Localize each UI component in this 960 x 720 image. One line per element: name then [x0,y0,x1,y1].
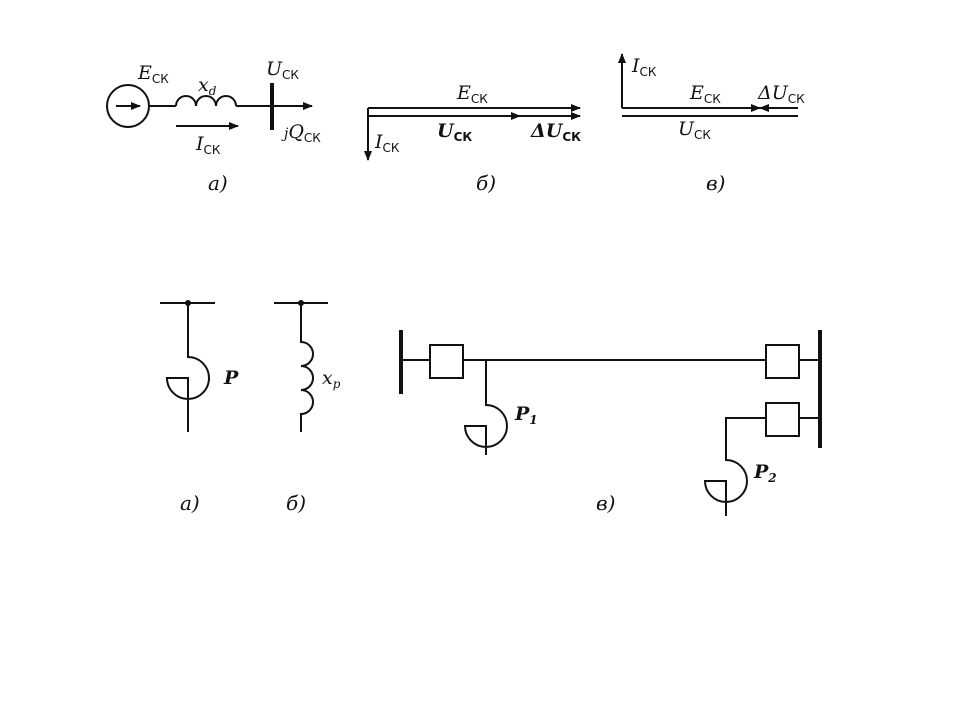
label-u-ck-b: UСК [437,120,472,144]
reactor-p1 [463,360,508,455]
bottom-b-coil: xр б) [274,300,341,515]
top-c-phasor: IСК EСК ΔUСК UСК в) [618,53,805,195]
label-e-ck-c: EСК [689,82,721,106]
label-i-ck: IСК [195,133,221,157]
breaker-right-upper [765,344,800,379]
label-i-ck-b: IСК [374,131,400,155]
label-xp: xр [322,367,341,391]
caption-top-a: а) [208,171,228,195]
coil-reactance [300,303,314,432]
caption-bottom-c: в) [596,491,615,515]
breaker-left [429,344,464,379]
label-jq-ck: jQСК [281,121,321,145]
caption-bottom-b: б) [286,491,306,515]
reactor-p2 [703,417,766,516]
label-delta-u-c: ΔUСК [757,82,805,106]
caption-top-b: б) [476,171,496,195]
label-reactor-p: P [223,367,239,389]
label-e-ck-b: EСК [456,82,488,106]
caption-top-c: в) [706,171,725,195]
label-u-ck: UСК [266,58,299,82]
breaker-right-lower [765,402,800,437]
caption-bottom-a: а) [180,491,200,515]
inductor-coil-xd [175,95,237,107]
label-u-ck-c: UСК [678,118,711,142]
bottom-c-network: P1 P2 в) [399,330,822,516]
label-delta-u-b: ΔUСК [530,120,581,144]
reactor-symbol-a [165,303,210,432]
bottom-a-reactor-symbol: P а) [160,300,239,515]
label-i-ck-c: IСК [631,55,657,79]
label-p2: P2 [753,461,777,485]
top-b-phasor: EСК UСК ΔUСК IСК б) [364,82,581,195]
label-xd: xd [198,74,217,98]
top-a-circuit: EСК xd UСК IСК jQСК а) [106,58,321,195]
label-e-ck: EСК [137,62,169,86]
label-p1: P1 [514,403,538,427]
